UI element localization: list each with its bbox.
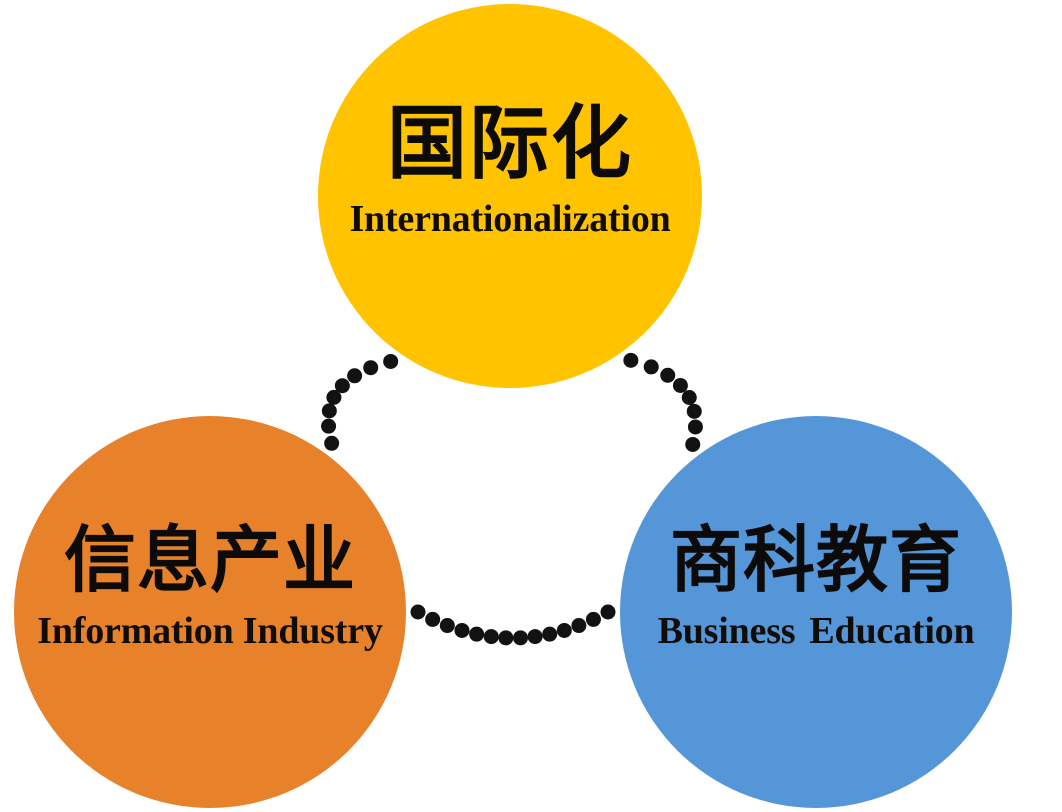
- label-group-internationalization: 国际化 Internationalization: [311, 97, 709, 240]
- connector-dot: [469, 626, 485, 642]
- connector-dot: [498, 630, 514, 646]
- business-education-latin-label: Business Education: [612, 612, 1020, 650]
- label-group-information-industry: 信息产业 Information Industry: [6, 524, 414, 650]
- connector-dot: [439, 618, 455, 634]
- information-industry-latin-label: Information Industry: [37, 610, 383, 652]
- connector-dot: [542, 626, 558, 642]
- connector-dot: [686, 403, 702, 419]
- internationalization-latin-label: Internationalization: [349, 198, 671, 240]
- circle-internationalization[interactable]: [318, 4, 702, 388]
- connector-dot: [347, 368, 363, 384]
- connector-dot: [512, 630, 528, 646]
- connector-dot: [527, 629, 543, 645]
- connector-dot: [483, 629, 499, 645]
- connector-dot: [660, 367, 676, 383]
- circle-business-education[interactable]: [620, 416, 1012, 808]
- connector-dot: [334, 378, 350, 394]
- connector-dot: [383, 353, 399, 369]
- connector-dot: [425, 611, 441, 627]
- connector-dot: [556, 622, 572, 638]
- business-education-latin-word1: Business: [657, 610, 796, 652]
- connector-dot: [321, 403, 337, 419]
- connector-dot: [326, 389, 342, 405]
- business-education-latin-word2: Education: [809, 610, 975, 652]
- circle-information-industry[interactable]: [14, 416, 406, 808]
- business-education-cjk-label: 商科教育: [669, 518, 962, 602]
- connector-dot: [685, 436, 701, 452]
- connector-dot: [623, 352, 639, 368]
- internationalization-cjk-label: 国际化: [387, 97, 633, 190]
- connector-dot: [571, 618, 587, 634]
- connector-dot: [585, 611, 601, 627]
- connector-dot: [681, 389, 697, 405]
- connector-dot: [600, 604, 616, 620]
- connector-dot: [324, 435, 340, 451]
- connector-dot: [454, 622, 470, 638]
- connector-dot: [672, 377, 688, 393]
- connector-dot: [687, 419, 703, 435]
- connector-dot: [363, 360, 379, 376]
- connector-dot: [321, 418, 337, 434]
- connector-dot: [410, 604, 426, 620]
- information-industry-cjk-label: 信息产业: [63, 518, 356, 602]
- connector-dot: [643, 359, 659, 375]
